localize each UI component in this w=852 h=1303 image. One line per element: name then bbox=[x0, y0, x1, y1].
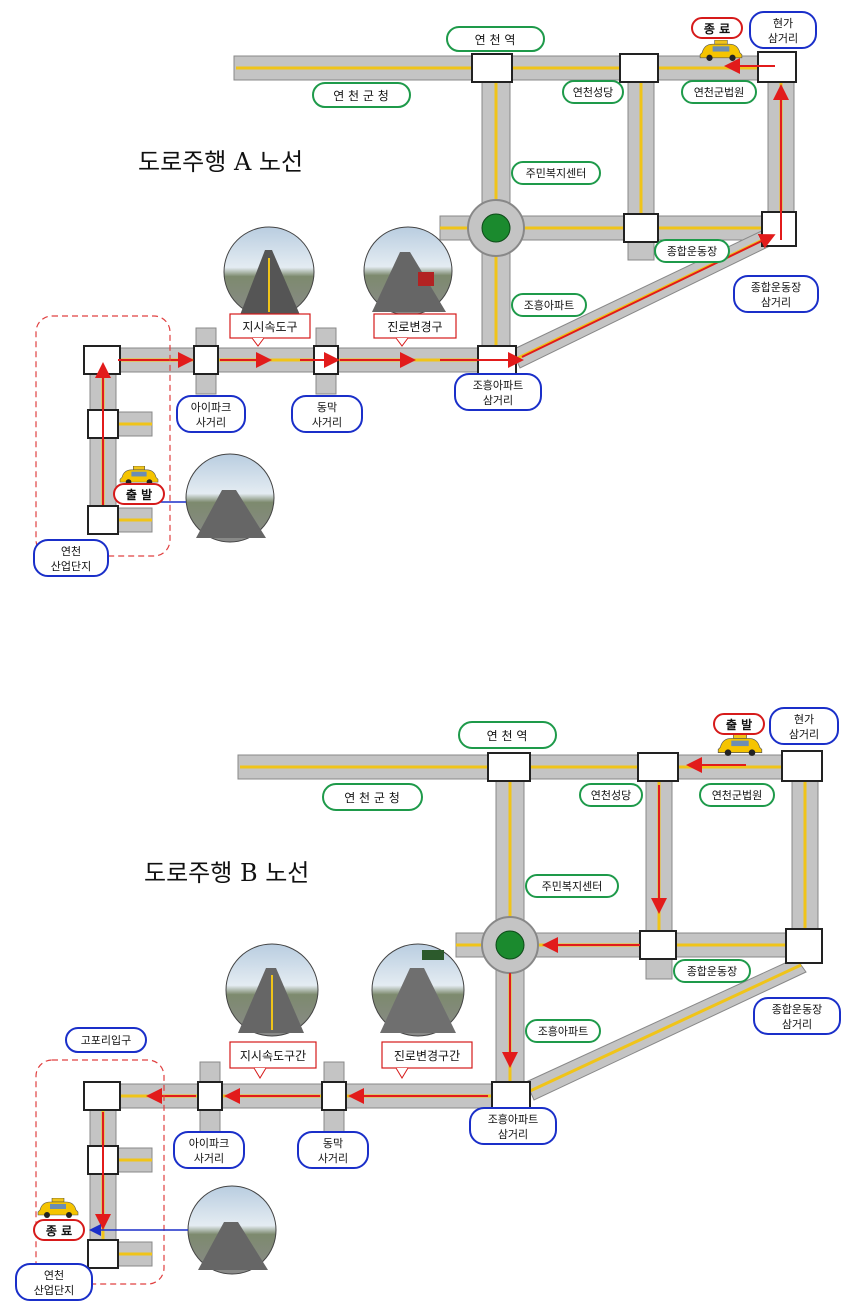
photo-thumbnail-b1 bbox=[225, 943, 319, 1037]
taxi-icon bbox=[699, 40, 743, 61]
photo-thumbnail-b2 bbox=[371, 943, 465, 1037]
stadium-jct-label-2: 삼거리 bbox=[761, 296, 791, 309]
ipark-label-1: 아이파크 bbox=[191, 401, 231, 414]
dongmak-label-2: 사거리 bbox=[312, 416, 342, 429]
ipark-label-2: 사거리 bbox=[194, 1152, 224, 1165]
station-label: 연 천 역 bbox=[487, 728, 528, 743]
section-callouts-b: 지시속도구간 진로변경구간 bbox=[229, 1041, 473, 1079]
roundabout-b bbox=[481, 916, 539, 974]
taxi-icon bbox=[717, 734, 763, 756]
cathedral-label: 연천성당 bbox=[591, 788, 631, 802]
photo-thumbnail-a2 bbox=[363, 226, 453, 316]
cathedral-label: 연천성당 bbox=[573, 85, 613, 99]
end-marker: 종 료 bbox=[704, 22, 730, 36]
markers-a: 출 발 종 료 bbox=[113, 17, 743, 505]
blue-labels-a: 현가 삼거리 종합운동장 삼거리 조흥아파트 삼거리 아이파크 사거리 동막 사… bbox=[33, 11, 819, 577]
route-a-map: 도로주행 A 노선 연 천 역 연 천 군 청 연천성당 연천군법원 주민복지센… bbox=[33, 11, 819, 577]
route-a-path bbox=[95, 58, 789, 505]
industrial-label-2: 산업단지 bbox=[51, 560, 91, 573]
section-callouts-a: 지시속도구 진로변경구 bbox=[229, 313, 457, 347]
start-marker: 출 발 bbox=[126, 487, 152, 502]
route-a-title: 도로주행 A 노선 bbox=[138, 148, 303, 176]
dongmak-label-1: 동막 bbox=[317, 401, 337, 414]
johung-jct-label-2: 삼거리 bbox=[483, 394, 513, 407]
welfare-label: 주민복지센터 bbox=[542, 880, 603, 893]
johung-apt-label: 조흥아파트 bbox=[538, 1024, 589, 1038]
station-label: 연 천 역 bbox=[475, 32, 516, 47]
green-labels-b: 연 천 역 연 천 군 청 연천성당 연천군법원 주민복지센터 종합운동장 조흥… bbox=[322, 721, 775, 1043]
route-b-title: 도로주행 B 노선 bbox=[144, 859, 309, 887]
green-labels-a: 연 천 역 연 천 군 청 연천성당 연천군법원 주민복지센터 종합운동장 조흥… bbox=[312, 26, 757, 317]
industrial-label-1: 연천 bbox=[61, 544, 81, 558]
gopori-label: 고포리입구 bbox=[81, 1034, 132, 1047]
route-b-map: 도로주행 B 노선 연 천 역 연 천 군 청 연천성당 연천군법원 주민복지센… bbox=[15, 707, 841, 1301]
hyunga-label-2: 삼거리 bbox=[768, 32, 798, 45]
roundabout-a bbox=[467, 199, 525, 257]
speed-section-label: 지시속도구간 bbox=[240, 1049, 306, 1063]
county-office-label: 연 천 군 청 bbox=[344, 790, 400, 805]
start-marker: 출 발 bbox=[726, 717, 752, 732]
lane-change-label: 진로변경구 bbox=[387, 320, 442, 334]
county-office-label: 연 천 군 청 bbox=[333, 88, 389, 103]
stadium-label: 종합운동장 bbox=[667, 245, 718, 258]
industrial-label-1: 연천 bbox=[44, 1268, 64, 1282]
stadium-jct-label-1: 종합운동장 bbox=[751, 281, 802, 294]
photo-thumbnail-b3 bbox=[89, 1185, 277, 1275]
markers-b: 출 발 종 료 bbox=[33, 713, 765, 1241]
stadium-label: 종합운동장 bbox=[687, 965, 738, 978]
end-marker: 종 료 bbox=[46, 1224, 72, 1238]
taxi-icon bbox=[119, 466, 159, 485]
court-label: 연천군법원 bbox=[694, 85, 745, 99]
industrial-label-2: 산업단지 bbox=[34, 1284, 74, 1297]
taxi-icon bbox=[37, 1198, 79, 1218]
johung-jct-label-1: 조흥아파트 bbox=[488, 1112, 539, 1126]
dongmak-label-2: 사거리 bbox=[318, 1152, 348, 1165]
stadium-jct-label-2: 삼거리 bbox=[782, 1018, 812, 1031]
route-b-path bbox=[95, 757, 746, 1230]
hyunga-label-2: 삼거리 bbox=[789, 728, 819, 741]
welfare-label: 주민복지센터 bbox=[526, 167, 587, 180]
speed-section-label: 지시속도구 bbox=[242, 320, 297, 334]
ipark-label-1: 아이파크 bbox=[189, 1137, 229, 1150]
court-label: 연천군법원 bbox=[712, 788, 763, 802]
blue-labels-b: 현가 삼거리 종합운동장 삼거리 조흥아파트 삼거리 아이파크 사거리 동막 사… bbox=[15, 707, 841, 1301]
industrial-area-b bbox=[35, 1059, 165, 1285]
dongmak-label-1: 동막 bbox=[323, 1137, 343, 1150]
stadium-jct-label-1: 종합운동장 bbox=[772, 1003, 823, 1016]
photo-thumbnail-a1 bbox=[223, 226, 315, 318]
johung-apt-label: 조흥아파트 bbox=[524, 298, 575, 312]
johung-jct-label-2: 삼거리 bbox=[498, 1128, 528, 1141]
ipark-label-2: 사거리 bbox=[196, 416, 226, 429]
hyunga-label-1: 현가 bbox=[794, 713, 814, 726]
lane-change-label: 진로변경구간 bbox=[394, 1049, 460, 1063]
hyunga-label-1: 현가 bbox=[773, 17, 793, 30]
johung-jct-label-1: 조흥아파트 bbox=[473, 378, 524, 392]
